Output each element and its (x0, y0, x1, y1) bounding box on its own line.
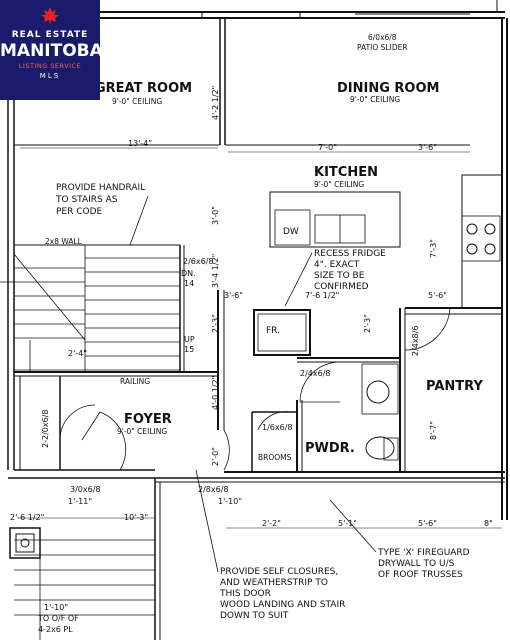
closures-note: PROVIDE SELF CLOSURES, AND WEATHERSTRIP … (195, 469, 345, 621)
wall-note: 2x8 WALL (45, 237, 83, 246)
landing (9, 478, 161, 640)
dim-fridge-width: 7'-6 1/2" (305, 291, 339, 300)
dim-garage-width: 1'-10" (218, 497, 242, 506)
up-count: 15 (184, 345, 194, 354)
kitchen-label: KITCHEN (314, 165, 378, 180)
svg-text:TO O/F OF: TO O/F OF (37, 614, 79, 623)
interior-walls (14, 144, 505, 473)
stairs (0, 245, 180, 372)
dim-kitchen-width: 7'-0" (318, 143, 337, 152)
fridge-note: RECESS FRIDGE 4". EXACT SIZE TO BE CONFI… (284, 249, 386, 307)
svg-text:PER CODE: PER CODE (56, 207, 103, 217)
foyer-ceiling: 9'-0" CEILING (117, 427, 167, 436)
kitchen-fixtures (253, 174, 503, 356)
dishwasher-label: DW (283, 227, 299, 237)
dim-bottom-left-2: 1'-10" (44, 603, 68, 612)
svg-text:WOOD LANDING AND STAIR: WOOD LANDING AND STAIR (220, 600, 345, 610)
fridge-label: FR. (266, 326, 280, 336)
dim-fridge-v2: 2'-3" (363, 314, 372, 333)
dimension-lines (18, 147, 502, 529)
stair-door-label: 2/6x6/8 (183, 257, 213, 266)
logo-mls-text: MLS (39, 72, 61, 80)
dim-fridge-left: 3'-6" (224, 291, 243, 300)
foyer-closet-door-label: 2-2/0x6/8 (41, 410, 50, 448)
dim-entry-v: 2'-0" (211, 447, 220, 466)
dim-bottom-5-6: 5'-6" (418, 519, 437, 528)
svg-text:DRYWALL TO U/S: DRYWALL TO U/S (378, 559, 455, 569)
dim-foyer-v: 4'-0 1/2" (211, 376, 220, 410)
mls-logo: REAL ESTATE MANITOBA LISTING SERVICE MLS (0, 0, 103, 100)
railing-note: RAILING (120, 377, 150, 386)
pantry-door-label: 2/4x8/6 (411, 326, 420, 356)
garage-door-label: 2/8x6/8 (198, 485, 228, 494)
dim-kitchen-left: 3'-0" (211, 206, 220, 225)
svg-text:TO STAIRS AS: TO STAIRS AS (55, 195, 118, 205)
great-room-ceiling: 9'-0" CEILING (112, 97, 162, 106)
door-swings (59, 307, 451, 471)
dining-room-ceiling: 9'-0" CEILING (350, 95, 400, 104)
svg-text:OF ROOF TRUSSES: OF ROOF TRUSSES (378, 570, 463, 580)
logo-main-text: MANITOBA (0, 41, 103, 61)
dim-pantry-width: 5'-6" (428, 291, 447, 300)
great-room-label: GREAT ROOM (95, 81, 192, 96)
dn-count: 14 (184, 279, 194, 288)
svg-text:CONFIRMED: CONFIRMED (314, 282, 369, 292)
pantry-label: PANTRY (426, 379, 483, 394)
dim-stair-v: 3'-4 1/2" (211, 254, 220, 288)
dim-bottom-8: 8" (484, 519, 493, 528)
svg-text:PROVIDE SELF CLOSURES,: PROVIDE SELF CLOSURES, (220, 567, 338, 577)
patio-slider-label: PATIO SLIDER (357, 43, 408, 52)
svg-text:RECESS FRIDGE: RECESS FRIDGE (314, 249, 386, 259)
exterior-walls (7, 0, 508, 520)
pwdr-door-label: 2/4x6/8 (300, 369, 330, 378)
brooms-label: BROOMS (258, 453, 292, 462)
dim-stair-width: 2'-4" (68, 349, 87, 358)
svg-text:4-2x6 PL: 4-2x6 PL (38, 625, 73, 634)
dim-bottom-5-1: 5'-1" (338, 519, 357, 528)
kitchen-ceiling: 9'-0" CEILING (314, 180, 364, 189)
logo-top-text: REAL ESTATE (11, 30, 89, 40)
front-door-label: 3/0x6/8 (70, 485, 100, 494)
dim-kitchen-right-v: 7'-3" (429, 239, 438, 258)
fireguard-note: TYPE 'X' FIREGUARD DRYWALL TO U/S OF ROO… (329, 499, 470, 580)
powder-label: PWDR. (305, 441, 355, 456)
dim-bottom-2-2: 2'-2" (262, 519, 281, 528)
dining-room-label: DINING ROOM (337, 81, 439, 96)
svg-text:4". EXACT: 4". EXACT (314, 260, 360, 270)
dim-bottom-left: 2'-6 1/2" (10, 513, 44, 522)
handrail-note: PROVIDE HANDRAIL TO STAIRS AS PER CODE (55, 183, 149, 246)
svg-text:DOWN TO SUIT: DOWN TO SUIT (220, 611, 289, 621)
svg-text:PROVIDE HANDRAIL: PROVIDE HANDRAIL (56, 183, 145, 193)
maple-leaf-icon (41, 7, 59, 25)
dim-front-width: 1'-11" (68, 497, 92, 506)
logo-sub-text: LISTING SERVICE (18, 62, 82, 70)
dim-great-room-height: 4'-2 1/2" (211, 86, 220, 120)
patio-slider-size: 6/0x6/8 (368, 33, 397, 42)
dim-kitchen-right: 3'-6" (418, 143, 437, 152)
svg-text:TYPE 'X' FIREGUARD: TYPE 'X' FIREGUARD (377, 548, 470, 558)
foyer-label: FOYER (124, 412, 172, 427)
svg-text:THIS DOOR: THIS DOOR (219, 589, 271, 599)
dn-label: DN. (181, 269, 196, 278)
svg-text:SIZE TO BE: SIZE TO BE (314, 271, 365, 281)
dim-fridge-v: 2'-3" (211, 314, 220, 333)
dim-great-room-width: 13'-4" (128, 139, 152, 148)
bottom-left-note: TO O/F OF 4-2x6 PL (37, 614, 79, 634)
dim-pantry-v: 8'-7" (429, 421, 438, 440)
dim-bottom-mid: 10'-3" (124, 513, 148, 522)
powder-fixtures (361, 363, 399, 461)
svg-text:AND WEATHERSTRIP TO: AND WEATHERSTRIP TO (220, 578, 328, 588)
brooms-door-label: 1/6x6/8 (262, 423, 292, 432)
up-label: UP (184, 335, 195, 344)
